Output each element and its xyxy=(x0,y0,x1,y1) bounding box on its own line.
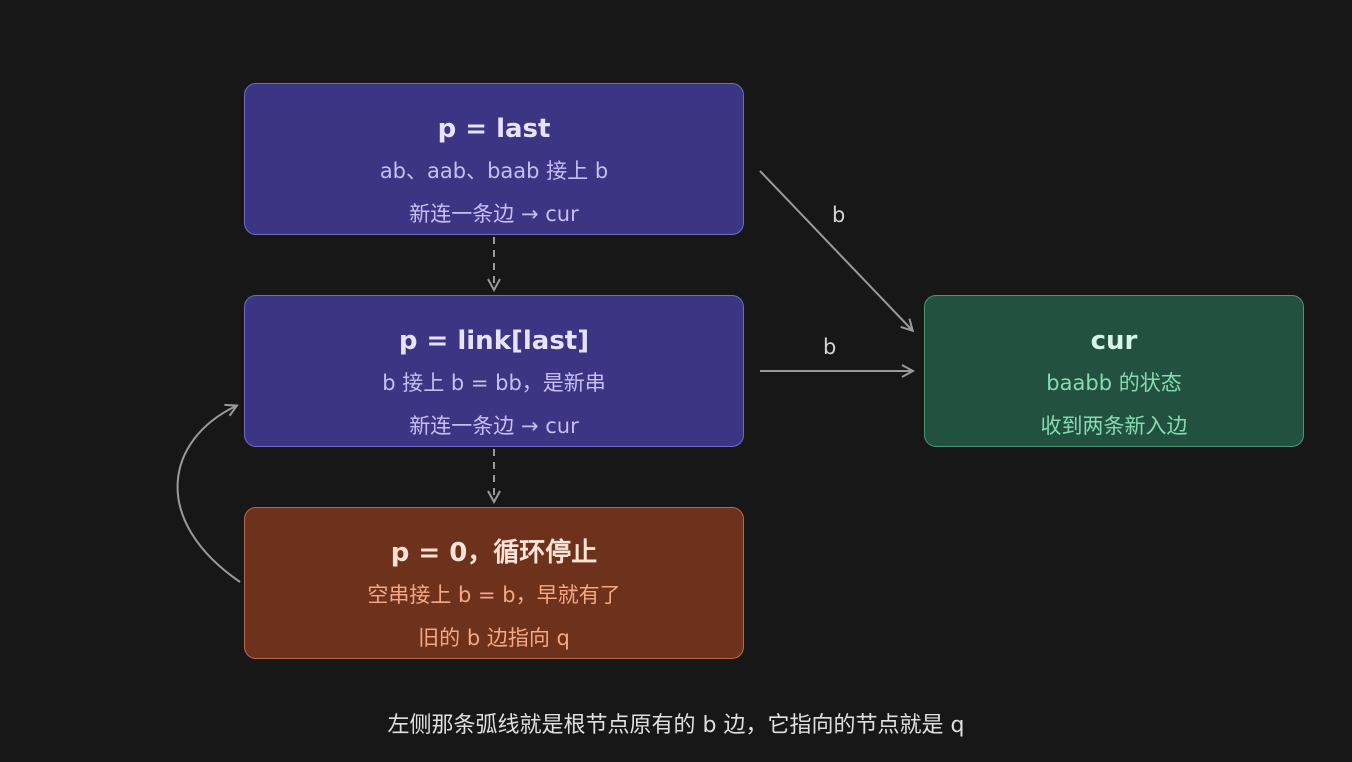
node-cur: cur baabb 的状态 收到两条新入边 xyxy=(924,295,1304,447)
node-title: p = last xyxy=(437,114,551,144)
node-title: p = link[last] xyxy=(398,326,590,356)
node-line: 旧的 b 边指向 q xyxy=(418,626,570,650)
node-p-link-last: p = link[last] b 接上 b = bb，是新串 新连一条边 → c… xyxy=(244,295,744,447)
edge-label-last-to-cur: b xyxy=(832,203,846,227)
node-title: cur xyxy=(1090,326,1138,356)
node-line: baabb 的状态 xyxy=(1046,371,1182,395)
node-line: b 接上 b = bb，是新串 xyxy=(382,371,606,395)
node-p-last: p = last ab、aab、baab 接上 b 新连一条边 → cur xyxy=(244,83,744,235)
node-line: ab、aab、baab 接上 b xyxy=(379,159,609,183)
node-line: 空串接上 b = b，早就有了 xyxy=(367,583,621,607)
node-p-zero: p = 0，循环停止 空串接上 b = b，早就有了 旧的 b 边指向 q xyxy=(244,507,744,659)
curved-arrow-zero-to-link xyxy=(176,406,241,583)
caption: 左侧那条弧线就是根节点原有的 b 边，它指向的节点就是 q xyxy=(387,713,965,738)
edge-label-link-to-cur: b xyxy=(823,335,837,359)
node-line: 新连一条边 → cur xyxy=(409,414,579,438)
edge-arrow-last-to-cur xyxy=(759,170,912,330)
node-line: 收到两条新入边 xyxy=(1040,414,1188,438)
node-line: 新连一条边 → cur xyxy=(409,202,579,226)
node-title: p = 0，循环停止 xyxy=(390,538,598,568)
